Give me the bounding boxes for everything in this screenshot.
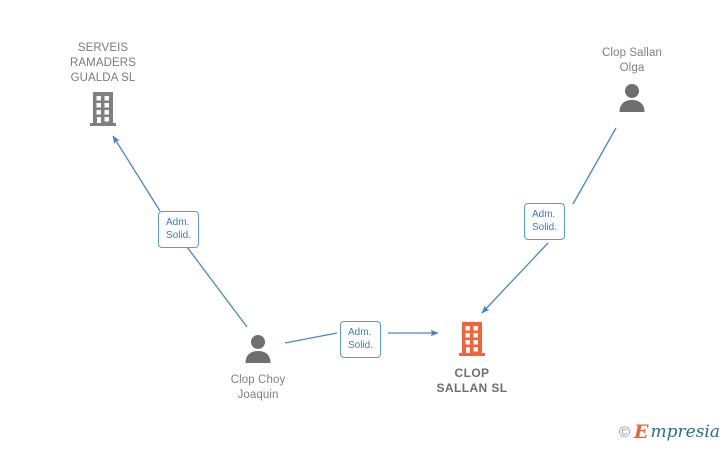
person-icon xyxy=(616,82,648,119)
edge-label-olga-to-clop-sallan-sl[interactable]: Adm. Solid. xyxy=(524,203,566,240)
edge-line-choy-to-gualda-upper xyxy=(112,135,161,212)
node-serveis-ramaders-gualda[interactable]: SERVEIS RAMADERS GUALDA SL xyxy=(28,41,178,133)
node-clop-sallan-sl[interactable]: CLOP SALLAN SL xyxy=(397,320,547,396)
node-label: Clop Sallan Olga xyxy=(602,47,662,74)
node-label: CLOP SALLAN SL xyxy=(436,366,508,395)
node-clop-sallan-olga[interactable]: Clop Sallan Olga xyxy=(557,46,707,119)
edge-label-choy-to-clop-sallan-sl[interactable]: Adm. Solid. xyxy=(340,321,382,358)
edge-label-choy-to-gualda[interactable]: Adm. Solid. xyxy=(158,211,200,248)
edge-line-olga-to-clop-lower xyxy=(481,242,549,314)
building-icon xyxy=(88,90,118,133)
edge-line-choy-to-gualda-lower xyxy=(186,246,248,328)
edge-line-choy-to-clop-left xyxy=(284,332,338,344)
brand-name: mpresia xyxy=(650,422,721,442)
empresia-watermark: © E mpresia xyxy=(619,423,720,442)
brand-initial: E xyxy=(634,421,649,443)
building-icon xyxy=(457,320,487,363)
node-label: SERVEIS RAMADERS GUALDA SL xyxy=(70,42,136,84)
edge-line-olga-to-clop-upper xyxy=(572,127,617,205)
copyright-icon: © xyxy=(618,424,631,441)
person-icon xyxy=(242,333,274,370)
node-clop-choy-joaquin[interactable]: Clop Choy Joaquin xyxy=(183,333,333,403)
node-label: Clop Choy Joaquin xyxy=(230,374,286,401)
